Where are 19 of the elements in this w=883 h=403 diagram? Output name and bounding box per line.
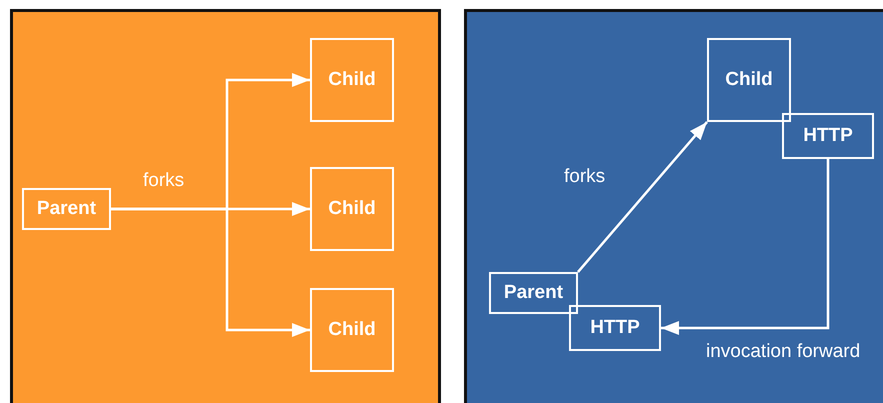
box-label: Child xyxy=(725,69,773,91)
arrow xyxy=(111,208,310,337)
box-label: Parent xyxy=(36,198,96,220)
process-box xyxy=(707,38,791,122)
box-label: Parent xyxy=(504,282,564,304)
box-label: Child xyxy=(328,69,376,91)
arrow xyxy=(661,159,830,335)
box-label: HTTP xyxy=(590,317,640,339)
arrow xyxy=(577,121,708,273)
box-label: HTTP xyxy=(803,125,853,147)
process-box xyxy=(22,188,111,230)
process-box xyxy=(310,38,394,122)
process-box xyxy=(310,288,394,372)
box-label: Child xyxy=(328,319,376,341)
process-box xyxy=(569,305,661,351)
process-box xyxy=(782,113,874,159)
box-label: Child xyxy=(328,198,376,220)
process-box xyxy=(310,167,394,251)
process-box xyxy=(489,272,578,314)
